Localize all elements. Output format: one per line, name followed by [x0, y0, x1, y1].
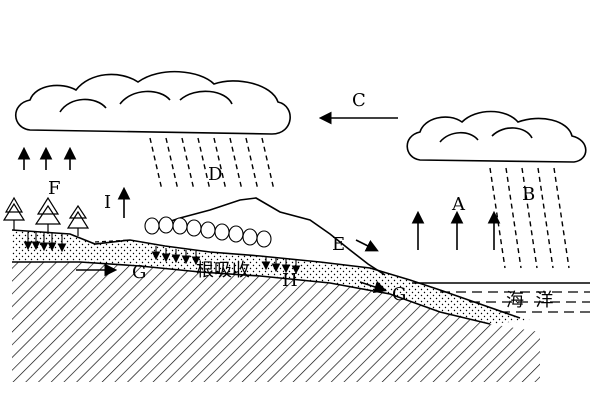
- label-A: A: [451, 194, 466, 215]
- tree-icon: [66, 204, 90, 236]
- left-root-arrows: [23, 232, 67, 253]
- label-I: I: [104, 192, 111, 213]
- ocean: [412, 282, 590, 313]
- right-cloud: [406, 110, 587, 163]
- left-cloud: [14, 70, 291, 135]
- ground: [11, 229, 540, 382]
- tree-icon: [2, 196, 26, 230]
- label-H: H: [282, 270, 298, 291]
- mountain: [149, 197, 386, 276]
- label-G-land: G: [132, 262, 146, 283]
- label-B: B: [522, 184, 535, 205]
- slope-root-arrows: [151, 246, 301, 275]
- pond: [94, 239, 131, 243]
- slope-trees: [144, 216, 272, 248]
- label-G-sea: G: [392, 284, 406, 305]
- label-F: F: [48, 178, 61, 199]
- arrow-G-sea: [359, 280, 388, 294]
- bedrock-layer: [12, 262, 540, 382]
- label-C: C: [352, 90, 366, 111]
- rain-B: [489, 167, 570, 269]
- arrows-A: [411, 210, 501, 250]
- label-root-absorption: 根吸收: [196, 260, 250, 281]
- left-trees: [2, 196, 90, 236]
- bedrock-boundary: [12, 261, 491, 325]
- ground-surface: [11, 229, 521, 319]
- arrows-F: [17, 146, 77, 170]
- label-E: E: [332, 234, 345, 255]
- label-D: D: [208, 164, 222, 185]
- tree-icon: [34, 196, 62, 234]
- label-ocean: 海 洋: [506, 290, 553, 311]
- arrow-E: [355, 239, 379, 252]
